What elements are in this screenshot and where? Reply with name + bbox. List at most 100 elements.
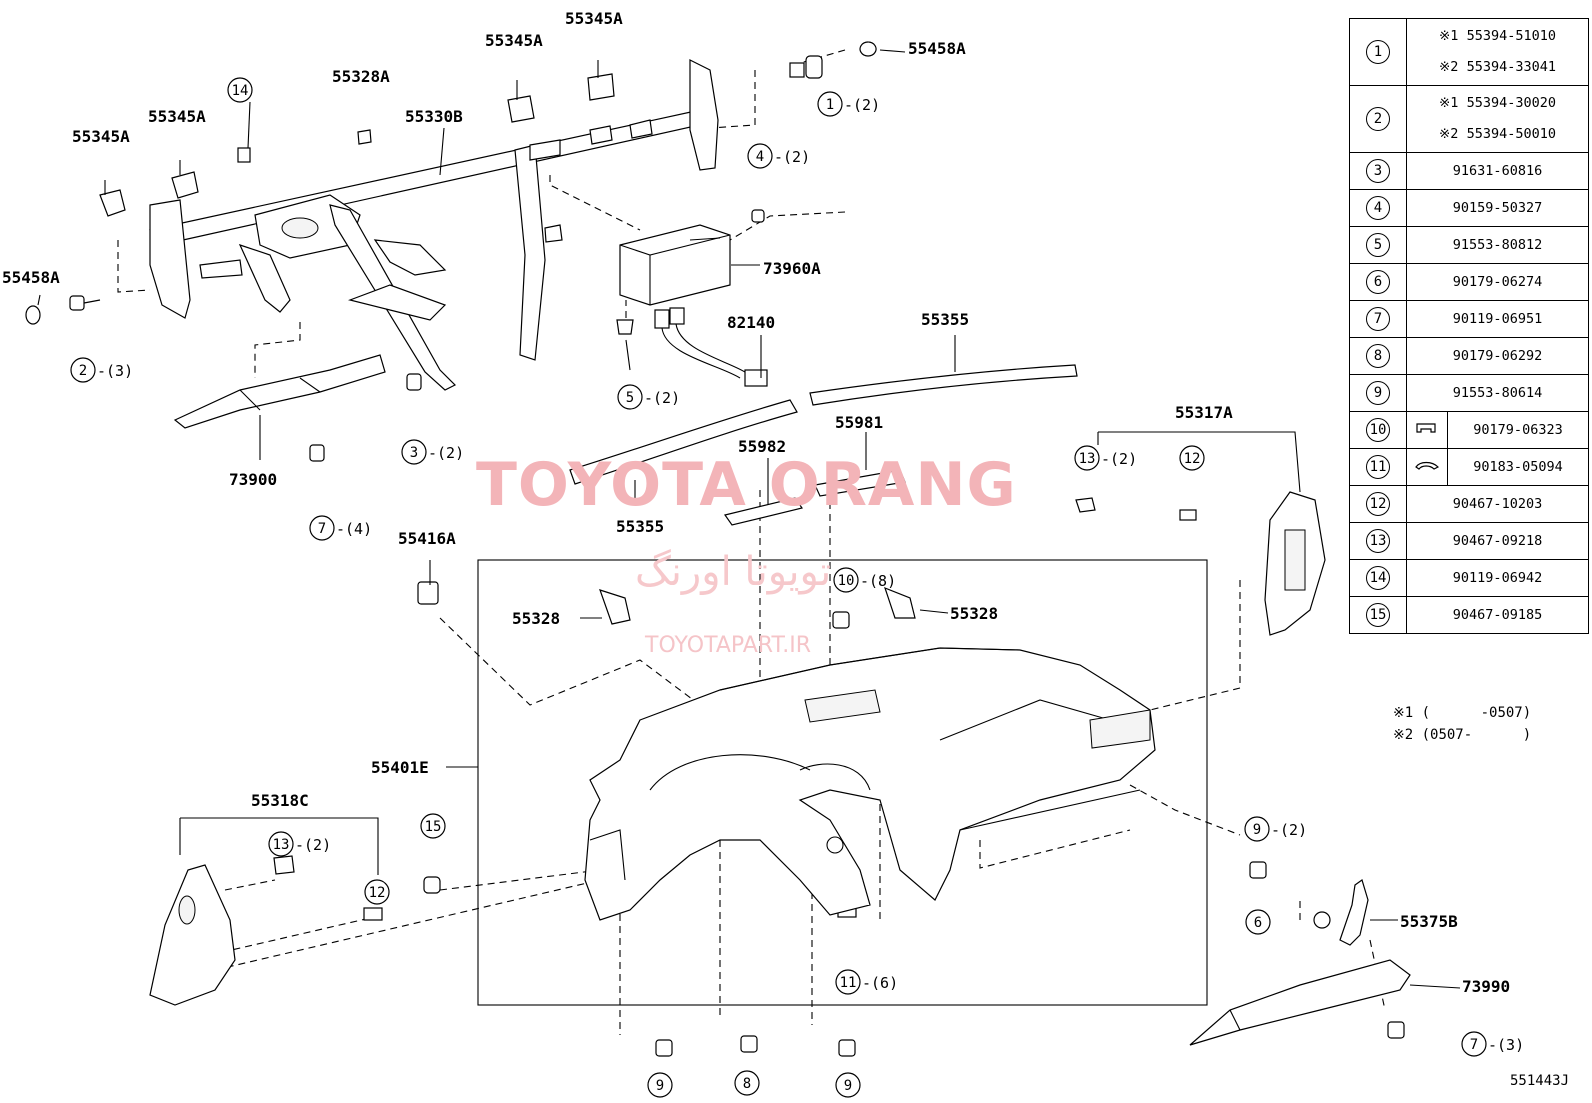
svg-text:-(2): -(2) — [295, 836, 331, 854]
callout-9-right: 9-(2) — [1244, 816, 1307, 842]
part-labels: 55345A 55345A 55345A 55345A 55458A 55458… — [2, 9, 1510, 996]
label-55317A: 55317A — [1175, 403, 1233, 422]
part-number-cell: 91553-80812 — [1406, 226, 1589, 264]
svg-text:-(2): -(2) — [774, 148, 810, 166]
watermark-brand: TOYOTA ORANG — [476, 450, 1017, 520]
part-number: 90119-06951 — [1452, 311, 1543, 327]
ref-number: 3 — [1366, 159, 1390, 183]
label-55318C: 55318C — [251, 791, 309, 810]
svg-text:-(3): -(3) — [97, 362, 133, 380]
bracket-55375B — [1339, 879, 1369, 946]
part-number-cell: 91631-60816 — [1406, 152, 1589, 190]
part-number-cell: 90179-06274 — [1406, 263, 1589, 301]
ref-cell: 3 — [1349, 152, 1407, 190]
part-number-cell: 90183-05094 — [1447, 448, 1589, 486]
label-55375B: 55375B — [1400, 912, 1458, 931]
part-number: 91553-80812 — [1452, 237, 1543, 253]
callout-9-bottom-left: 9 — [647, 1072, 673, 1098]
ref-cell: 6 — [1349, 263, 1407, 301]
part-number: 91631-60816 — [1452, 163, 1543, 179]
table-row: 10 90179-06323 — [1349, 411, 1589, 449]
ref-number: 4 — [1366, 196, 1390, 220]
wire-82140 — [654, 307, 768, 387]
label-55355-top: 55355 — [921, 310, 969, 329]
dash-reinforcement-55330B — [149, 59, 719, 391]
note-1: ※1 ( -0507) — [1393, 705, 1532, 721]
label-55355-bottom: 55355 — [616, 517, 664, 536]
speaker-grilles-55981-55982 — [724, 469, 906, 526]
part-number-cell: 91553-80614 — [1406, 374, 1589, 412]
ref-number: 1 — [1366, 40, 1390, 64]
nut-icon — [1406, 411, 1448, 449]
svg-text:11: 11 — [840, 975, 857, 991]
ref-number: 10 — [1366, 418, 1390, 442]
callout-2: 2 -(3) — [70, 357, 133, 383]
ref-cell: 10 — [1349, 411, 1407, 449]
callout-7-left: 7 -(4) — [309, 515, 372, 541]
ref-cell: 8 — [1349, 337, 1407, 375]
label-55458A-right: 55458A — [908, 39, 966, 58]
svg-text:2: 2 — [79, 363, 87, 379]
label-55330B: 55330B — [405, 107, 463, 126]
svg-text:-(4): -(4) — [336, 520, 372, 538]
label-55345A-1: 55345A — [565, 9, 623, 28]
clips-55345A — [99, 73, 615, 217]
ref-number: 2 — [1366, 107, 1390, 131]
table-row: 15 90467-09185 — [1349, 596, 1589, 634]
ref-number: 14 — [1366, 566, 1390, 590]
callout-4: 4 -(2) — [747, 143, 810, 169]
callout-9-bottom-right: 9 — [835, 1072, 861, 1098]
table-row: 8 90179-06292 — [1349, 337, 1589, 375]
ref-cell: 11 — [1349, 448, 1407, 486]
part-number: 90159-50327 — [1452, 200, 1543, 216]
ref-cell: 5 — [1349, 226, 1407, 264]
callout-11: 11 -(6) — [835, 969, 898, 995]
svg-text:1: 1 — [826, 97, 834, 113]
ref-number: 15 — [1366, 603, 1390, 627]
callout-10: 10-(8) — [833, 567, 896, 593]
note-2: ※2 (0507- ) — [1393, 727, 1532, 743]
svg-text:13: 13 — [273, 837, 290, 853]
svg-text:-(6): -(6) — [862, 974, 898, 992]
part-number-cell: 90467-09218 — [1406, 522, 1589, 560]
callouts: 1-(2) 4-(2) 14 2-(3) 5-(2) 3-(2) 7-(4) 1… — [70, 77, 1524, 1098]
defroster-nozzle-55355 — [569, 364, 1078, 485]
part-number: 90179-06323 — [1473, 422, 1563, 438]
label-82140: 82140 — [727, 313, 775, 332]
label-73990: 73990 — [1462, 977, 1510, 996]
production-date-notes: ※1 ( -0507) ※2 (0507- ) — [1393, 702, 1531, 746]
knee-airbag-73960A — [619, 224, 731, 306]
svg-text:7: 7 — [1470, 1037, 1478, 1053]
ref-cell: 13 — [1349, 522, 1407, 560]
table-row: 11 90183-05094 — [1349, 448, 1589, 486]
label-55345A-3: 55345A — [148, 107, 206, 126]
svg-text:9: 9 — [656, 1078, 664, 1094]
callout-13-upper: 13-(2) — [1074, 445, 1137, 471]
callout-13-lower: 13 -(2) — [268, 831, 331, 857]
part-number: 90183-05094 — [1473, 459, 1563, 475]
callout-3: 3-(2) — [401, 439, 464, 465]
callout-7-right: 7 -(3) — [1461, 1031, 1524, 1057]
svg-text:-(2): -(2) — [1101, 450, 1137, 468]
svg-text:14: 14 — [232, 83, 249, 99]
side-cover-55317A — [1264, 491, 1326, 636]
part-number: ※2 55394-50010 — [1439, 126, 1556, 142]
ref-number: 8 — [1366, 344, 1390, 368]
svg-text:4: 4 — [756, 149, 764, 165]
part-number: 90467-09185 — [1452, 607, 1543, 623]
svg-text:-(3): -(3) — [1488, 1036, 1524, 1054]
svg-text:-(2): -(2) — [428, 444, 464, 462]
leader-lines — [37, 49, 1461, 989]
callout-12-lower: 12 — [364, 879, 390, 905]
svg-text:9: 9 — [844, 1078, 852, 1094]
diagram-code: 551443J — [1510, 1073, 1570, 1089]
part-number: 90179-06292 — [1452, 348, 1543, 364]
label-55982: 55982 — [738, 437, 786, 456]
ref-cell: 7 — [1349, 300, 1407, 338]
svg-text:7: 7 — [318, 521, 326, 537]
